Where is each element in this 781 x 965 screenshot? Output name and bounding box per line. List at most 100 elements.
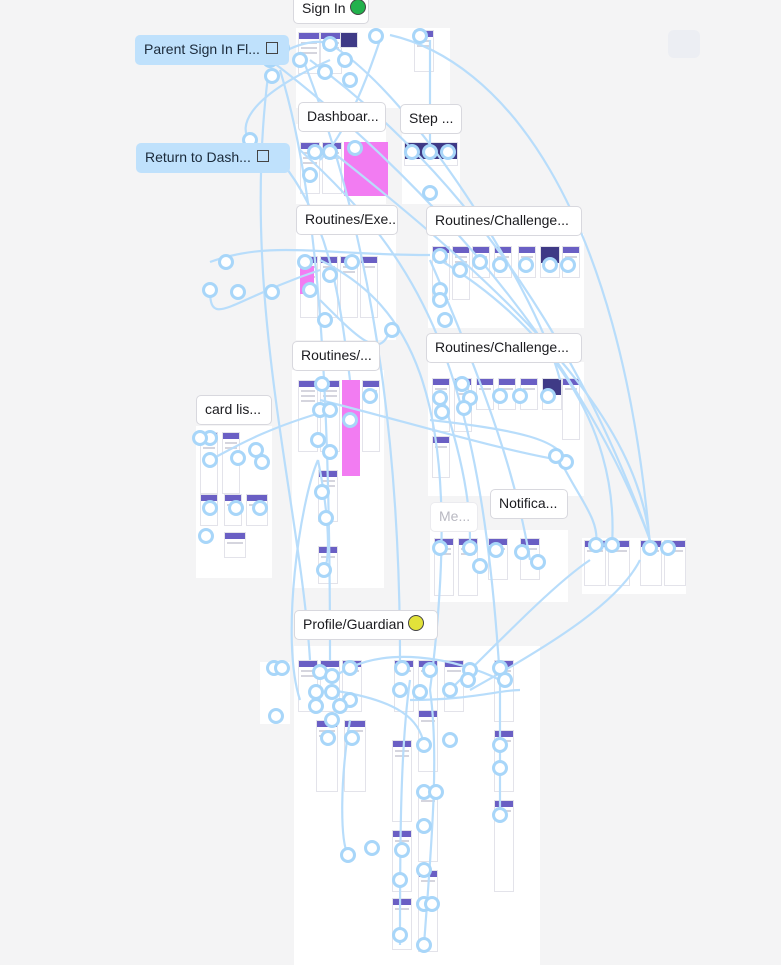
flow-label-step[interactable]: Step ... <box>400 104 462 134</box>
flow-name: Return to Dash... <box>145 149 251 165</box>
screen-frame[interactable] <box>344 720 366 792</box>
section-icon <box>256 150 269 162</box>
start-dot-yellow <box>408 615 425 631</box>
screen-frame[interactable] <box>360 256 378 318</box>
screen-frame[interactable] <box>394 660 414 712</box>
screen-frame[interactable] <box>200 494 218 526</box>
canvas-corner-widget[interactable] <box>668 30 700 58</box>
screen-frame[interactable] <box>520 538 540 580</box>
screen-frame[interactable] <box>640 540 662 586</box>
connection-node[interactable] <box>202 282 218 298</box>
flow-name: Parent Sign In Fl... <box>144 41 260 57</box>
screen-frame[interactable] <box>298 660 318 712</box>
flow-label-parent-sign-in[interactable]: Parent Sign In Fl... <box>135 35 289 65</box>
flow-name: Notifica... <box>499 495 558 511</box>
connection-node[interactable] <box>264 68 280 84</box>
highlighted-frame[interactable] <box>344 142 388 196</box>
screen-frame[interactable] <box>318 546 338 584</box>
screen-frame[interactable] <box>562 246 580 278</box>
section-left-small <box>260 662 290 724</box>
screen-frame[interactable] <box>404 142 458 166</box>
flow-label-card-list[interactable]: card lis... <box>196 395 272 425</box>
screen-frame[interactable] <box>392 740 412 822</box>
connection-node[interactable] <box>218 254 234 270</box>
flow-name: Routines/Challenge... <box>435 212 569 228</box>
flow-label-routines-short[interactable]: Routines/... <box>292 341 380 371</box>
flow-name: Routines/Challenge... <box>435 339 569 355</box>
screen-frame[interactable] <box>418 790 438 862</box>
flow-name: Profile/Guardian <box>303 616 405 632</box>
flow-name: Routines/... <box>301 347 372 363</box>
screen-frame[interactable] <box>488 538 508 580</box>
screen-frame[interactable] <box>476 378 494 410</box>
screen-frame[interactable] <box>392 830 412 892</box>
highlighted-frame[interactable] <box>300 266 314 294</box>
screen-frame[interactable] <box>452 246 470 300</box>
screen-frame[interactable] <box>298 380 318 452</box>
screen-frame[interactable] <box>320 660 340 712</box>
screen-frame[interactable] <box>494 730 514 792</box>
screen-frame[interactable] <box>392 898 412 950</box>
screen-frame[interactable] <box>298 32 320 74</box>
screen-frame[interactable] <box>494 660 514 722</box>
screen-frame[interactable] <box>362 380 380 452</box>
start-dot-green <box>349 0 366 15</box>
connection-node[interactable] <box>230 284 246 300</box>
screen-frame[interactable] <box>542 378 562 410</box>
flow-label-routines-challenge-1[interactable]: Routines/Challenge... <box>426 206 582 236</box>
screen-frame[interactable] <box>322 142 342 194</box>
screen-frame[interactable] <box>200 432 218 494</box>
screen-frame[interactable] <box>520 378 538 410</box>
screen-frame[interactable] <box>664 540 686 586</box>
screen-frame[interactable] <box>584 540 606 586</box>
connection-node[interactable] <box>264 284 280 300</box>
screen-frame[interactable] <box>518 246 536 278</box>
screen-frame[interactable] <box>320 380 340 452</box>
screen-frame[interactable] <box>494 246 512 278</box>
screen-frame[interactable] <box>472 246 490 278</box>
flow-name: Step ... <box>409 110 454 126</box>
screen-frame[interactable] <box>454 378 472 432</box>
flow-name: Dashboar... <box>307 108 379 124</box>
flow-label-sign-in[interactable]: Sign In <box>293 0 369 24</box>
screen-frame[interactable] <box>498 378 516 410</box>
screen-frame[interactable] <box>246 494 268 526</box>
screen-frame[interactable] <box>562 378 580 440</box>
flow-label-profile-guardian[interactable]: Profile/Guardian <box>294 610 438 640</box>
screen-frame[interactable] <box>434 538 454 596</box>
screen-frame[interactable] <box>414 30 434 72</box>
flow-label-return-dash[interactable]: Return to Dash... <box>136 143 290 173</box>
screen-frame[interactable] <box>340 256 358 318</box>
screen-frame[interactable] <box>318 470 338 522</box>
flow-label-notifications[interactable]: Notifica... <box>490 489 568 519</box>
screen-frame[interactable] <box>418 660 438 712</box>
highlighted-frame[interactable] <box>342 380 360 476</box>
screen-frame[interactable] <box>320 256 338 318</box>
screen-frame[interactable] <box>608 540 630 586</box>
flow-label-dashboard[interactable]: Dashboar... <box>298 102 386 132</box>
screen-frame[interactable] <box>432 246 450 300</box>
flow-label-routines-exe[interactable]: Routines/Exe... <box>296 205 398 235</box>
flow-name: Me... <box>439 508 471 524</box>
flow-label-routines-challenge-2[interactable]: Routines/Challenge... <box>426 333 582 363</box>
screen-frame[interactable] <box>342 660 362 712</box>
screen-frame[interactable] <box>458 538 478 596</box>
screen-frame[interactable] <box>300 142 320 194</box>
screen-frame[interactable] <box>432 378 450 432</box>
screen-frame[interactable] <box>444 660 464 712</box>
screen-frame[interactable] <box>340 32 358 48</box>
screen-frame[interactable] <box>222 432 240 494</box>
screen-frame[interactable] <box>418 710 438 772</box>
section-icon <box>265 42 278 54</box>
flow-label-me[interactable]: Me... <box>430 502 478 532</box>
screen-frame[interactable] <box>432 436 450 478</box>
screen-frame[interactable] <box>224 532 246 558</box>
screen-frame[interactable] <box>224 494 242 526</box>
flow-name: card lis... <box>205 401 262 417</box>
screen-frame[interactable] <box>418 870 438 952</box>
screen-frame[interactable] <box>316 720 338 792</box>
screen-frame[interactable] <box>494 800 514 892</box>
screen-frame[interactable] <box>540 246 560 278</box>
screen-frame[interactable] <box>320 32 342 74</box>
